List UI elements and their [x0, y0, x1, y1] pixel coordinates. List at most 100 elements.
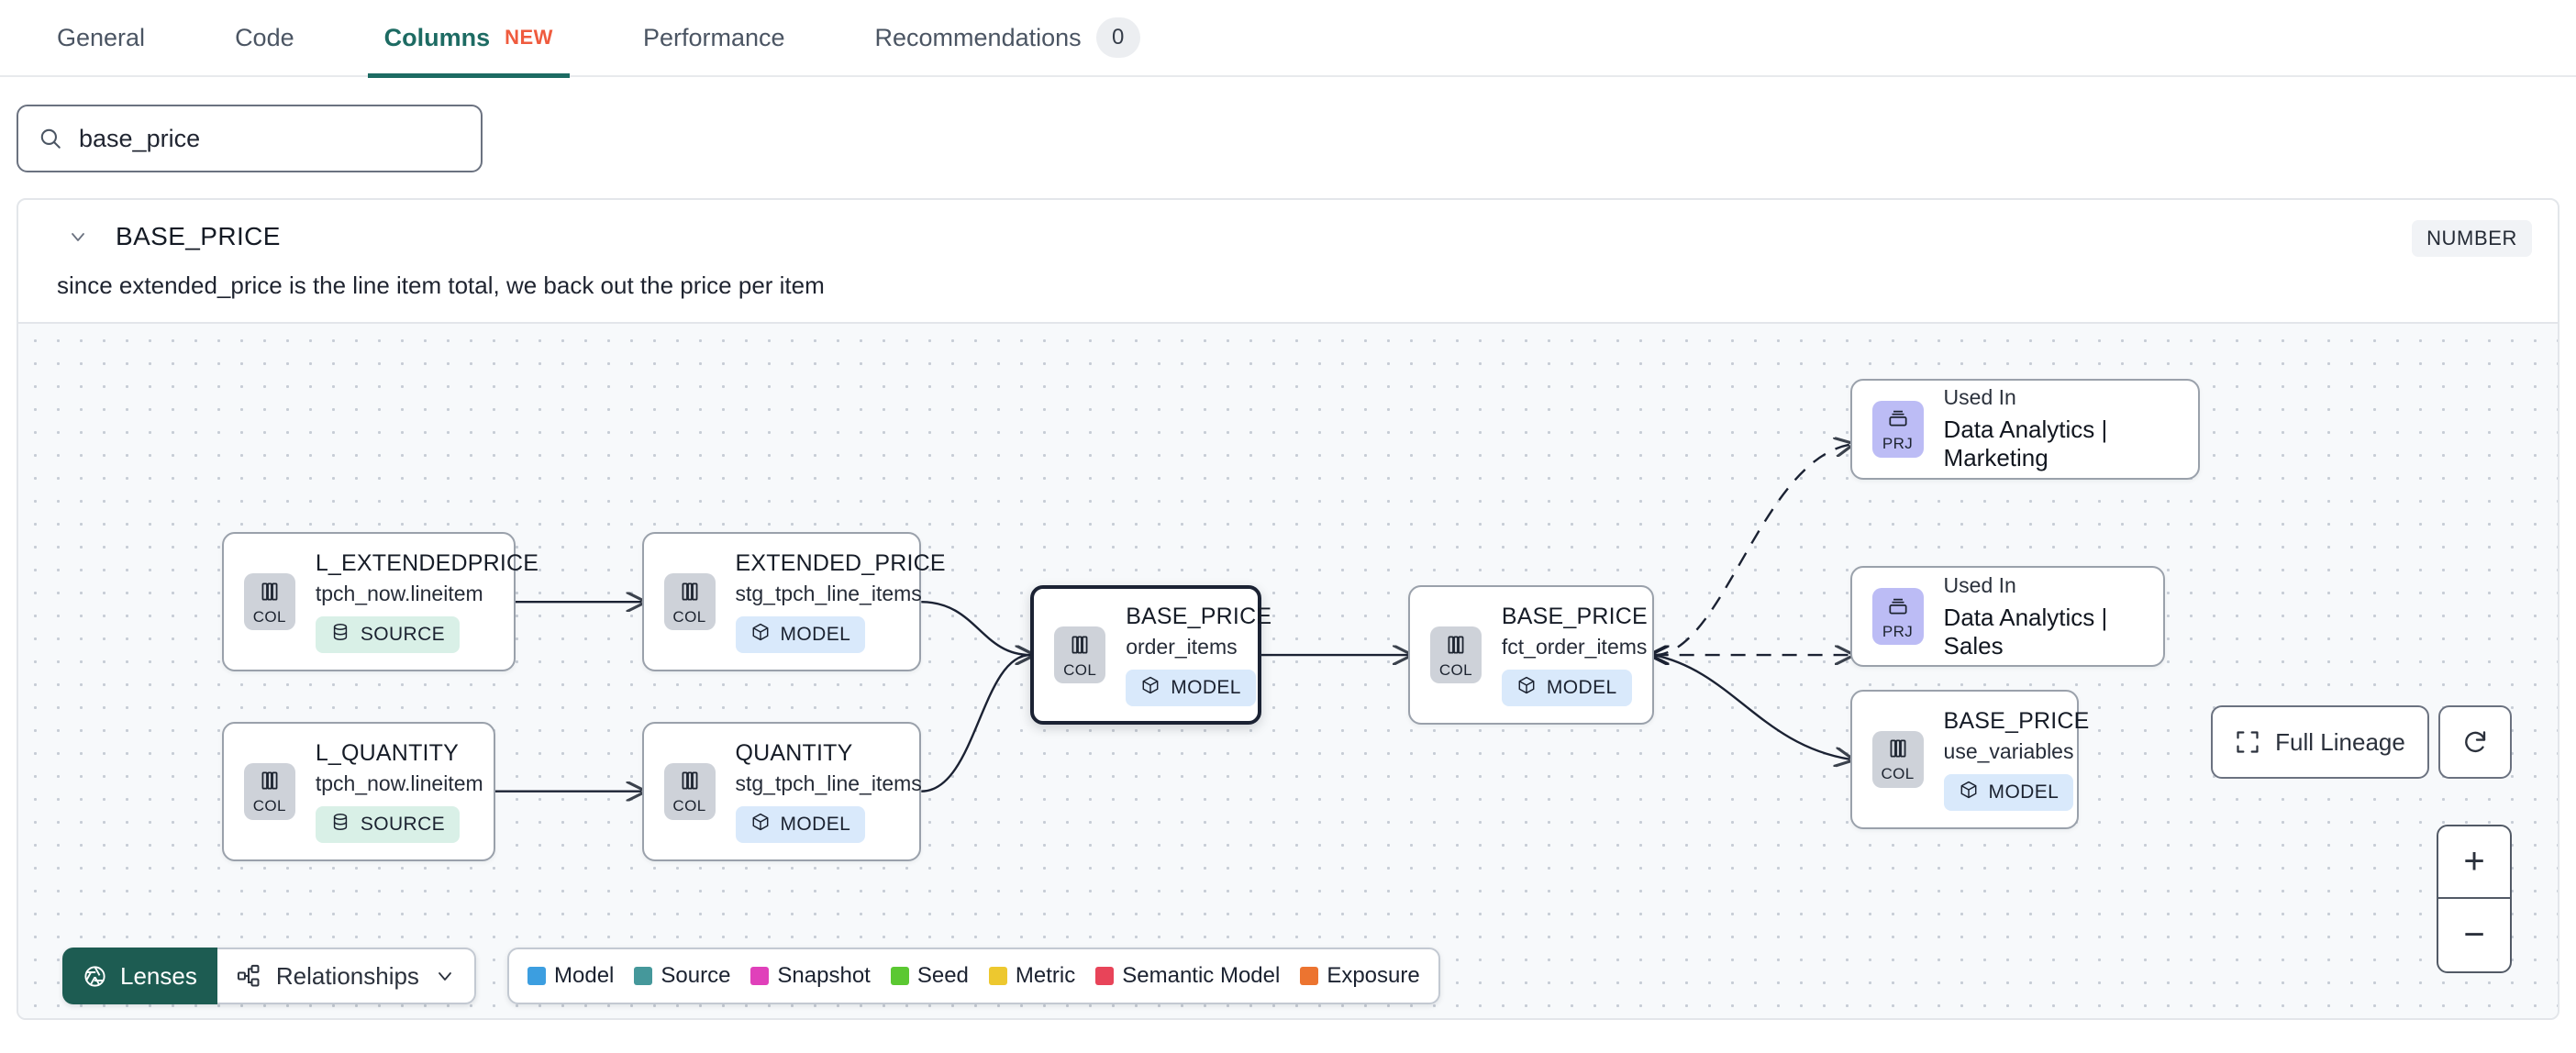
- legend-label: Snapshot: [777, 963, 871, 988]
- node-kind-label: MODEL: [1171, 677, 1241, 699]
- node-kind-label: MODEL: [780, 624, 851, 646]
- node-kind-badge: MODEL: [1943, 773, 2074, 811]
- legend-label: Semantic Model: [1122, 963, 1281, 988]
- tab-label: General: [57, 23, 146, 51]
- node-kind-badge: MODEL: [735, 805, 866, 843]
- column-icon: [258, 769, 282, 797]
- column-icon: [1444, 633, 1468, 661]
- node-type-badge-col: COL: [663, 762, 716, 820]
- legend-swatch: [634, 967, 653, 985]
- legend-item-snapshot[interactable]: Snapshot: [750, 963, 871, 989]
- hierarchy-icon: [236, 963, 261, 989]
- cube-icon: [1516, 675, 1537, 701]
- expand-icon: [2235, 729, 2260, 755]
- node-subtitle: order_items: [1126, 635, 1238, 660]
- legend-item-exposure[interactable]: Exposure: [1300, 963, 1420, 989]
- column-type-badge: NUMBER: [2412, 220, 2532, 257]
- node-kind-badge: MODEL: [1126, 670, 1256, 707]
- tab-label: Recommendations: [874, 23, 1082, 51]
- node-badge-label: PRJ: [1882, 435, 1914, 453]
- tab-count-badge: 0: [1095, 17, 1140, 58]
- lenses-button[interactable]: Lenses: [62, 948, 217, 1004]
- node-type-badge-col: COL: [1054, 626, 1106, 684]
- search-input[interactable]: [79, 124, 461, 153]
- page-title: BASE_PRICE: [116, 222, 281, 250]
- node-subtitle: stg_tpch_line_items: [735, 770, 922, 795]
- refresh-icon: [2461, 728, 2489, 756]
- legend-label: Seed: [916, 963, 969, 988]
- node-kind-label: SOURCE: [360, 813, 446, 835]
- legend-label: Model: [554, 963, 615, 988]
- legend-label: Exposure: [1327, 963, 1420, 988]
- node-kind-label: MODEL: [1988, 781, 2060, 803]
- zoom-controls[interactable]: + −: [2437, 825, 2512, 973]
- archive-icon: [1886, 406, 1910, 435]
- tab-code[interactable]: Code: [235, 0, 294, 76]
- column-icon: [258, 580, 282, 608]
- legend-item-source[interactable]: Source: [634, 963, 730, 989]
- relationships-dropdown[interactable]: Relationships: [217, 948, 476, 1004]
- relationships-label: Relationships: [275, 961, 419, 990]
- tab-recommendations[interactable]: Recommendations 0: [875, 0, 1140, 76]
- legend-item-metric[interactable]: Metric: [988, 963, 1075, 989]
- legend-label: Source: [661, 963, 731, 988]
- node-title: BASE_PRICE: [1501, 604, 1648, 630]
- node-kind-badge: SOURCE: [315, 805, 461, 843]
- tab-performance[interactable]: Performance: [643, 0, 785, 76]
- legend-swatch: [750, 967, 770, 985]
- column-header: BASE_PRICE NUMBER: [18, 200, 2558, 257]
- node-title: QUANTITY: [735, 739, 853, 766]
- cube-icon: [1959, 780, 1979, 805]
- node-type-badge-prj: PRJ: [1871, 588, 1924, 646]
- node-kind-badge: MODEL: [1501, 670, 1632, 707]
- tab-new-badge: NEW: [505, 26, 553, 49]
- node-title: BASE_PRICE: [1943, 707, 2090, 734]
- legend-item-semantic-model[interactable]: Semantic Model: [1095, 963, 1280, 989]
- used-in-project: Data Analytics | Marketing: [1943, 416, 2108, 472]
- node-kind-label: MODEL: [780, 813, 851, 835]
- node-badge-label: COL: [1881, 765, 1915, 783]
- node-title: BASE_PRICE: [1126, 604, 1272, 630]
- search-area: [0, 77, 2576, 172]
- tab-general[interactable]: General: [57, 0, 145, 76]
- legend-swatch: [1095, 967, 1115, 985]
- legend-swatch: [890, 967, 909, 985]
- tab-label: Code: [235, 23, 294, 51]
- zoom-out-button[interactable]: −: [2463, 914, 2485, 955]
- node-kind-label: SOURCE: [360, 624, 446, 646]
- full-lineage-button[interactable]: Full Lineage: [2211, 705, 2429, 779]
- search-box[interactable]: [17, 105, 483, 172]
- lineage-edges: [494, 324, 2558, 1020]
- node-subtitle: use_variables: [1943, 738, 2074, 763]
- search-icon: [39, 127, 62, 150]
- used-in-label: Used In: [1943, 572, 2016, 597]
- refresh-button[interactable]: [2438, 705, 2512, 779]
- node-kind-label: MODEL: [1546, 677, 1617, 699]
- chevron-down-icon[interactable]: [66, 225, 90, 249]
- legend-item-model[interactable]: Model: [527, 963, 614, 989]
- zoom-in-button[interactable]: +: [2438, 826, 2510, 899]
- full-lineage-label: Full Lineage: [2275, 727, 2405, 756]
- legend-item-seed[interactable]: Seed: [890, 963, 969, 989]
- node-subtitle: stg_tpch_line_items: [735, 582, 922, 606]
- node-badge-label: COL: [1438, 660, 1472, 679]
- node-badge-label: COL: [672, 607, 706, 626]
